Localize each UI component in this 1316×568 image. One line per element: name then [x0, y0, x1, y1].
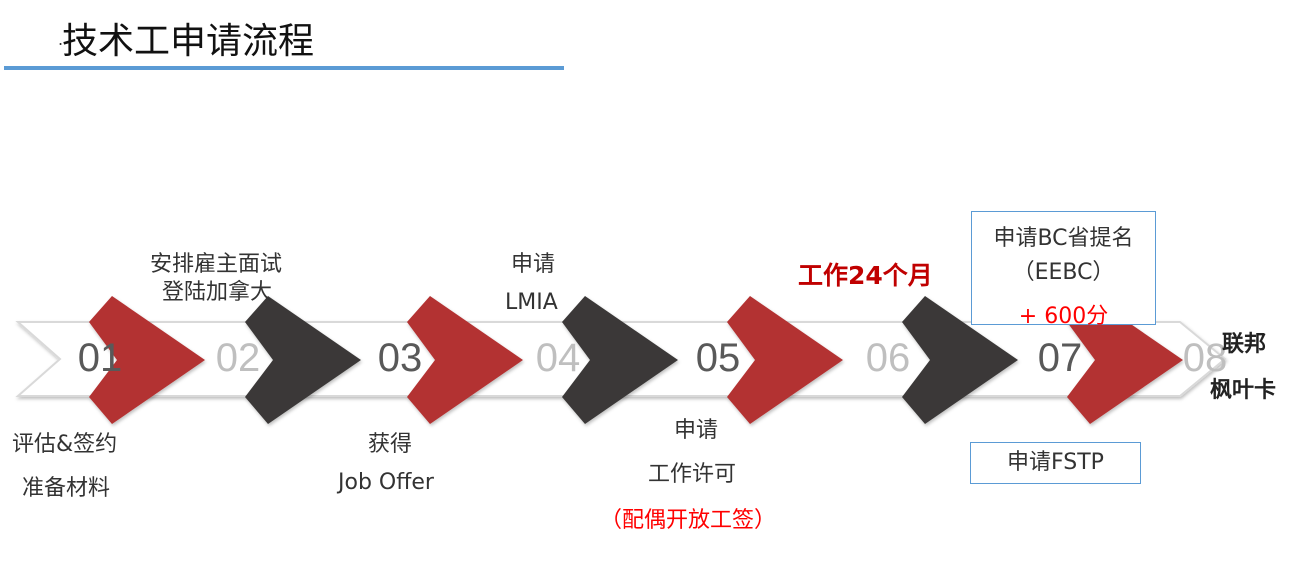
chevron-arrow-icon — [1067, 296, 1183, 424]
chevron-arrow-icon — [727, 296, 843, 424]
step3-label-2: Job Offer — [338, 470, 434, 495]
step-01: 01 — [77, 336, 123, 380]
step5-label-3: （配偶开放工签） — [600, 508, 777, 533]
title-dot: . — [58, 30, 64, 49]
chevron-arrow-icon — [89, 296, 205, 424]
eebc-box: 申请BC省提名 （EEBC） + 600分 — [971, 211, 1156, 329]
fstp-box: 申请FSTP — [970, 442, 1141, 484]
step5-label-2: 工作许可 — [648, 462, 737, 487]
eebc-sub: （EEBC） — [1012, 260, 1115, 285]
step-06: 06 — [865, 336, 911, 380]
step1-label-2: 准备材料 — [22, 476, 111, 501]
step-08: 08 — [1182, 336, 1228, 380]
step2-label-1: 安排雇主面试 — [150, 252, 283, 277]
step1-label-1: 评估&签约 — [12, 432, 118, 457]
step3-label-1: 获得 — [368, 432, 413, 457]
chevron-arrow-icon — [245, 296, 361, 424]
step4-label-2: LMIA — [505, 290, 558, 315]
chevron-arrow-icon — [407, 296, 523, 424]
step-02: 02 — [215, 336, 261, 380]
eebc-points: + 600分 — [1018, 304, 1109, 329]
step5-label-1: 申请 — [674, 418, 719, 443]
step-04: 04 — [535, 336, 581, 380]
eebc-title: 申请BC省提名 — [993, 226, 1134, 251]
title-underline — [4, 66, 564, 70]
chevron-arrow-icon — [902, 296, 1018, 424]
step8-label-2: 枫叶卡 — [1210, 378, 1277, 403]
step-07: 07 — [1037, 336, 1083, 380]
step2-label-2: 登陆加拿大 — [162, 280, 273, 305]
page-title: 技术工申请流程 — [62, 21, 315, 62]
step6-label: 工作24个月 — [798, 261, 933, 290]
step-05: 05 — [695, 336, 741, 380]
chevron-arrow-icon — [562, 296, 678, 424]
step-03: 03 — [377, 336, 423, 380]
step4-label-1: 申请 — [511, 252, 556, 277]
step8-label-1: 联邦 — [1222, 332, 1267, 357]
